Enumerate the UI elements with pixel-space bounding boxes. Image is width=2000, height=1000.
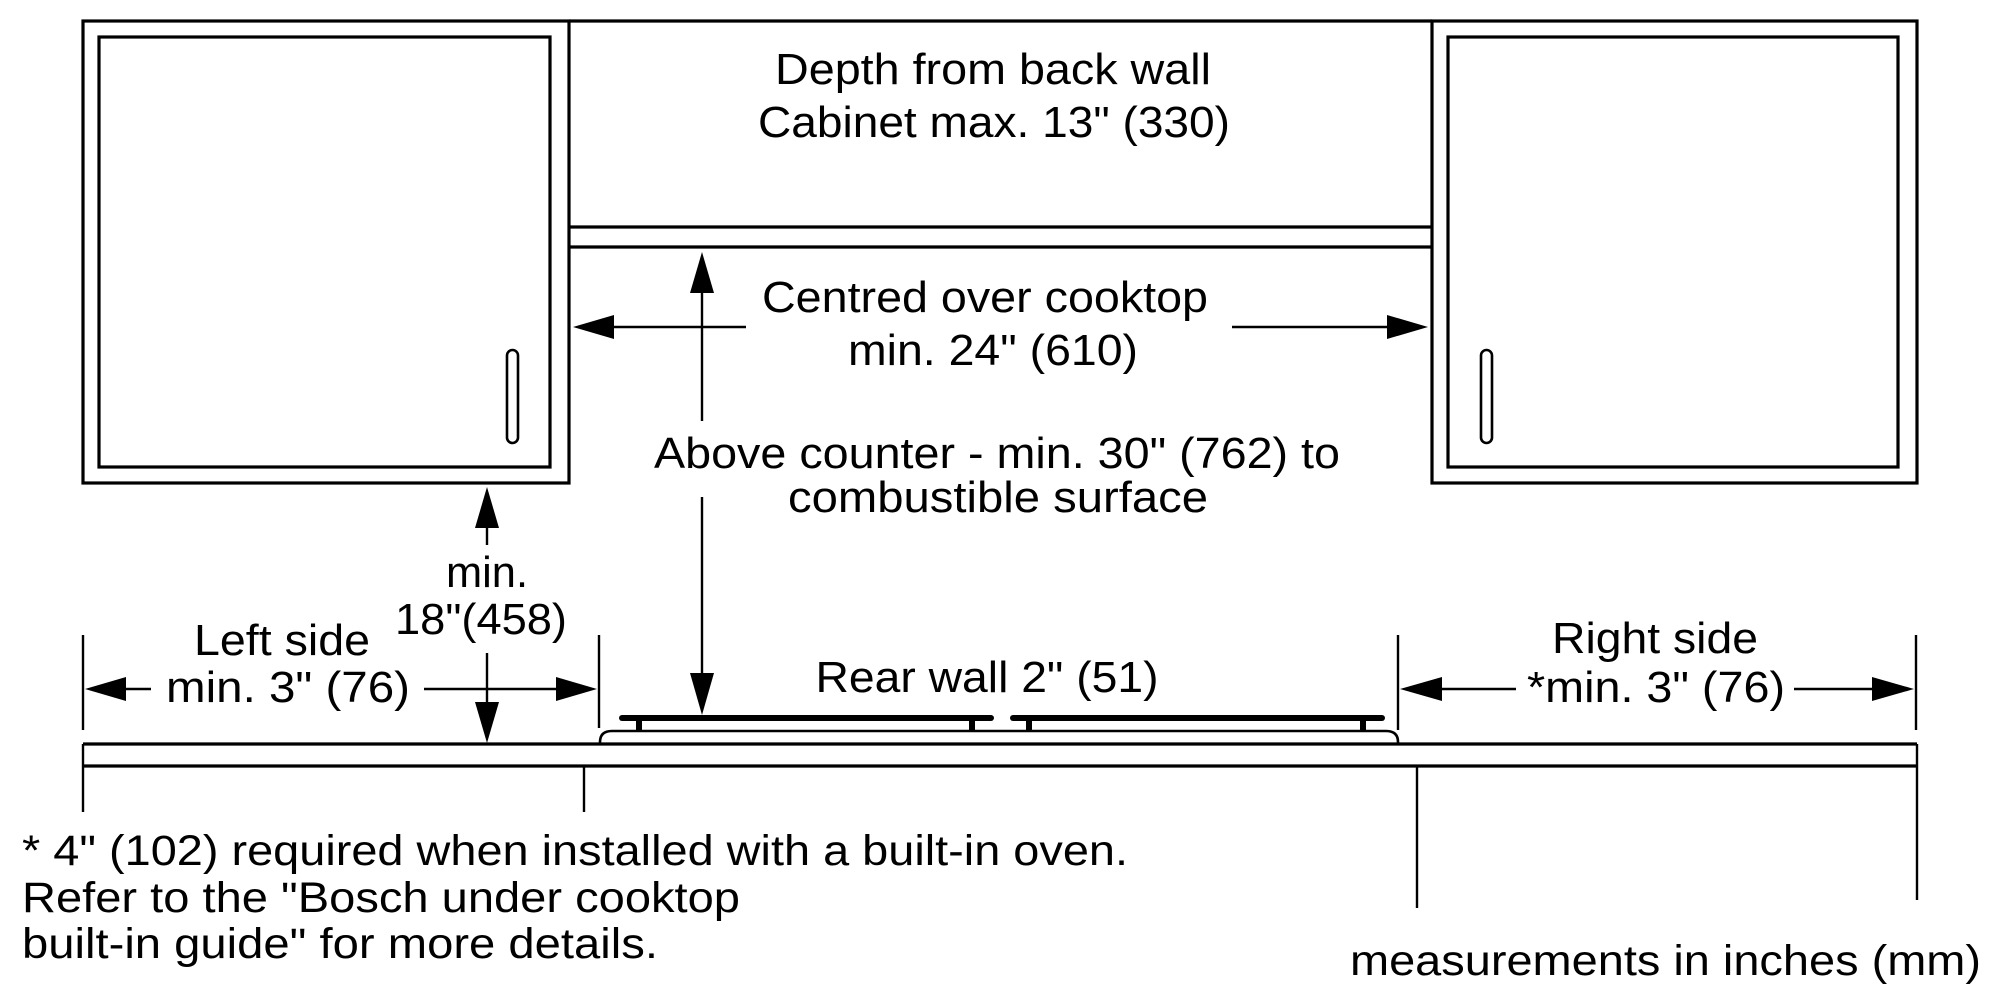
arrowhead-icon	[1387, 315, 1428, 339]
arrowhead-icon	[85, 677, 126, 701]
left-cabinet-body	[81, 19, 571, 485]
centred-label-line2: min. 24" (610)	[848, 326, 1138, 375]
cooktop	[598, 715, 1400, 744]
arrowhead-icon	[1872, 677, 1914, 701]
above-counter-label-line1: Above counter - min. 30" (762) to	[654, 429, 1340, 478]
hood-depth-label-line1: Depth from back wall	[775, 45, 1211, 94]
centred-label-line1: Centred over cooktop	[762, 273, 1208, 322]
cooktop-body	[598, 729, 1400, 744]
handle-icon	[1479, 348, 1494, 445]
right-side-label-line1: Right side	[1552, 614, 1758, 663]
cabinet-clearance-dimension	[475, 487, 499, 743]
left-wall-cabinet	[81, 19, 571, 485]
arrowhead-icon	[1400, 677, 1442, 701]
footnote-line2: Refer to the "Bosch under cooktop	[22, 874, 740, 922]
hood-depth-label-line2: Cabinet max. 13" (330)	[758, 98, 1230, 147]
left-side-dimension	[81, 635, 601, 730]
arrowhead-icon	[690, 252, 714, 293]
centred-dimension	[573, 315, 1428, 339]
cabinet-clearance-label-line2: 18"(458)	[395, 595, 567, 644]
arrowhead-icon	[475, 702, 499, 743]
rear-wall-label: Rear wall 2" (51)	[816, 653, 1159, 702]
arrowhead-icon	[556, 677, 597, 701]
left-side-label-line2: min. 3" (76)	[166, 663, 410, 712]
right-side-label-line2: *min. 3" (76)	[1527, 663, 1785, 712]
handle-icon	[505, 348, 520, 445]
left-side-label-line1: Left side	[194, 616, 370, 665]
above-counter-label-line2: combustible surface	[788, 473, 1208, 522]
arrowhead-icon	[475, 487, 499, 528]
arrowhead-icon	[690, 673, 714, 715]
hood-cabinet	[569, 19, 1432, 249]
countertop	[81, 742, 1919, 908]
arrowhead-icon	[573, 315, 614, 339]
footnote: * 4" (102) required when installed with …	[22, 827, 1128, 968]
right-wall-cabinet	[1430, 19, 1919, 485]
right-cabinet-door	[1446, 35, 1900, 469]
left-cabinet-door	[97, 35, 552, 469]
footnote-line1: * 4" (102) required when installed with …	[22, 827, 1128, 875]
above-counter-dimension	[690, 252, 714, 715]
right-cabinet-body	[1430, 19, 1919, 485]
right-side-dimension	[1396, 635, 1918, 730]
cabinet-clearance-label-line1: min.	[446, 548, 528, 597]
footnote-line3: built-in guide" for more details.	[22, 920, 658, 968]
units-note: measurements in inches (mm)	[1350, 937, 1981, 985]
